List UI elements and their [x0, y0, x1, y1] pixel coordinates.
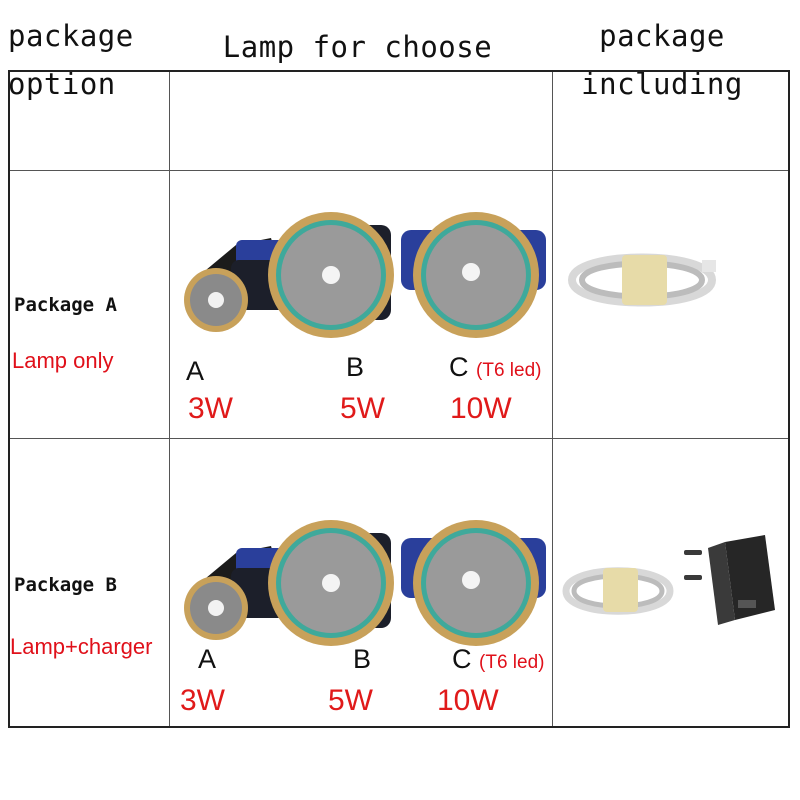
wall-charger-icon [684, 535, 775, 625]
lamp-c-label: C (T6 led) [449, 352, 542, 382]
lamp-c-note: (T6 led) [476, 360, 542, 381]
lamp-c-note: (T6 led) [479, 652, 545, 673]
header-package-option: package option [8, 19, 134, 101]
package-b-lamps-photo [184, 520, 546, 646]
lamp-b-watt: 5W [340, 392, 385, 425]
lamp-a-label: A [198, 644, 217, 674]
lamp-c-watt: 10W [437, 684, 499, 717]
package-a-lamps-photo [184, 212, 546, 338]
package-a-name: Package A [14, 294, 117, 316]
lamp-b-watt: 5W [328, 684, 373, 717]
usb-cable-icon [562, 567, 674, 615]
column-divider [552, 72, 553, 726]
lamp-a-watt: 3W [188, 392, 233, 425]
lamp-a-label: A [186, 356, 205, 386]
package-table [8, 70, 790, 728]
lamp-b-label: B [346, 352, 365, 382]
row-divider [10, 438, 788, 439]
package-b-name: Package B [14, 574, 117, 596]
row-divider [10, 170, 788, 171]
header-package-including: package including [581, 19, 743, 101]
lamp-b-label: B [353, 644, 372, 674]
column-divider [169, 72, 170, 726]
package-b-desc: Lamp+charger [10, 634, 153, 659]
lamp-c-label: C (T6 led) [452, 644, 545, 674]
usb-cable-icon [567, 253, 717, 307]
lamp-c-watt: 10W [450, 392, 512, 425]
lamp-a-watt: 3W [180, 684, 225, 717]
package-a-desc: Lamp only [12, 348, 114, 373]
header-lamp-for-choose: Lamp for choose [222, 30, 493, 64]
